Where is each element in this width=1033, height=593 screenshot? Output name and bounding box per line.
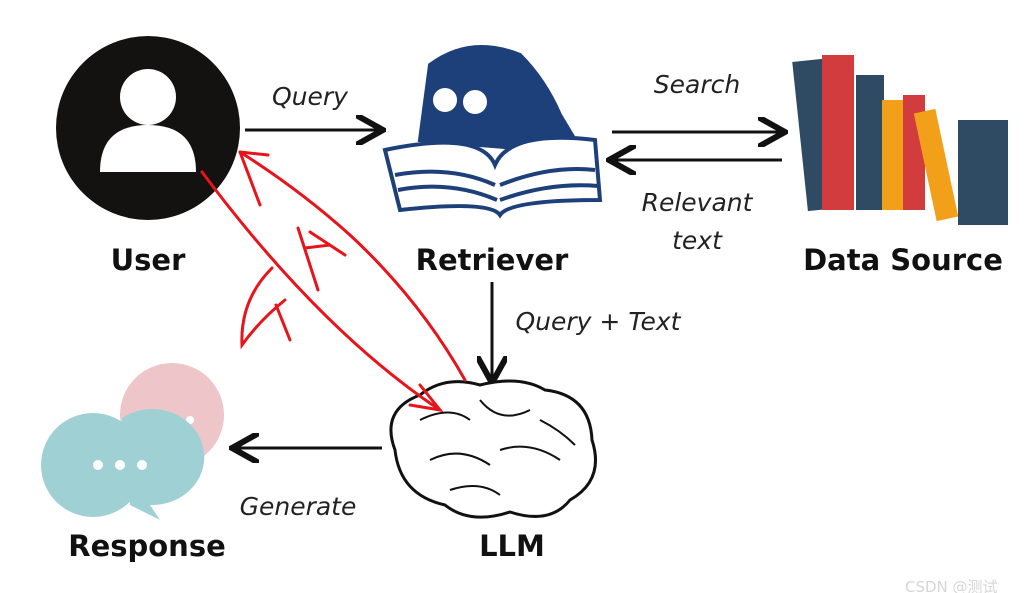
- search-edge-label: Search: [654, 70, 740, 99]
- relevant-text-label-2: text: [672, 226, 723, 255]
- brain-icon: [389, 379, 597, 519]
- chat-bubbles-icon: [41, 363, 224, 520]
- query-text-edge-label: Query + Text: [516, 307, 682, 336]
- retriever-label: Retriever: [416, 243, 569, 277]
- query-edge-label: Query: [272, 82, 349, 111]
- reading-man-book-icon: [382, 45, 603, 219]
- data-source-label: Data Source: [803, 243, 1003, 277]
- user-avatar-icon: [56, 36, 240, 220]
- red-annotation: [200, 150, 467, 413]
- response-label: Response: [68, 529, 226, 563]
- user-label: User: [111, 243, 186, 277]
- books-icon: [792, 55, 1008, 225]
- watermark: CSDN @测试: [905, 578, 998, 593]
- llm-label: LLM: [479, 529, 545, 563]
- generate-edge-label: Generate: [240, 492, 357, 521]
- relevant-text-label-1: Relevant: [642, 188, 754, 217]
